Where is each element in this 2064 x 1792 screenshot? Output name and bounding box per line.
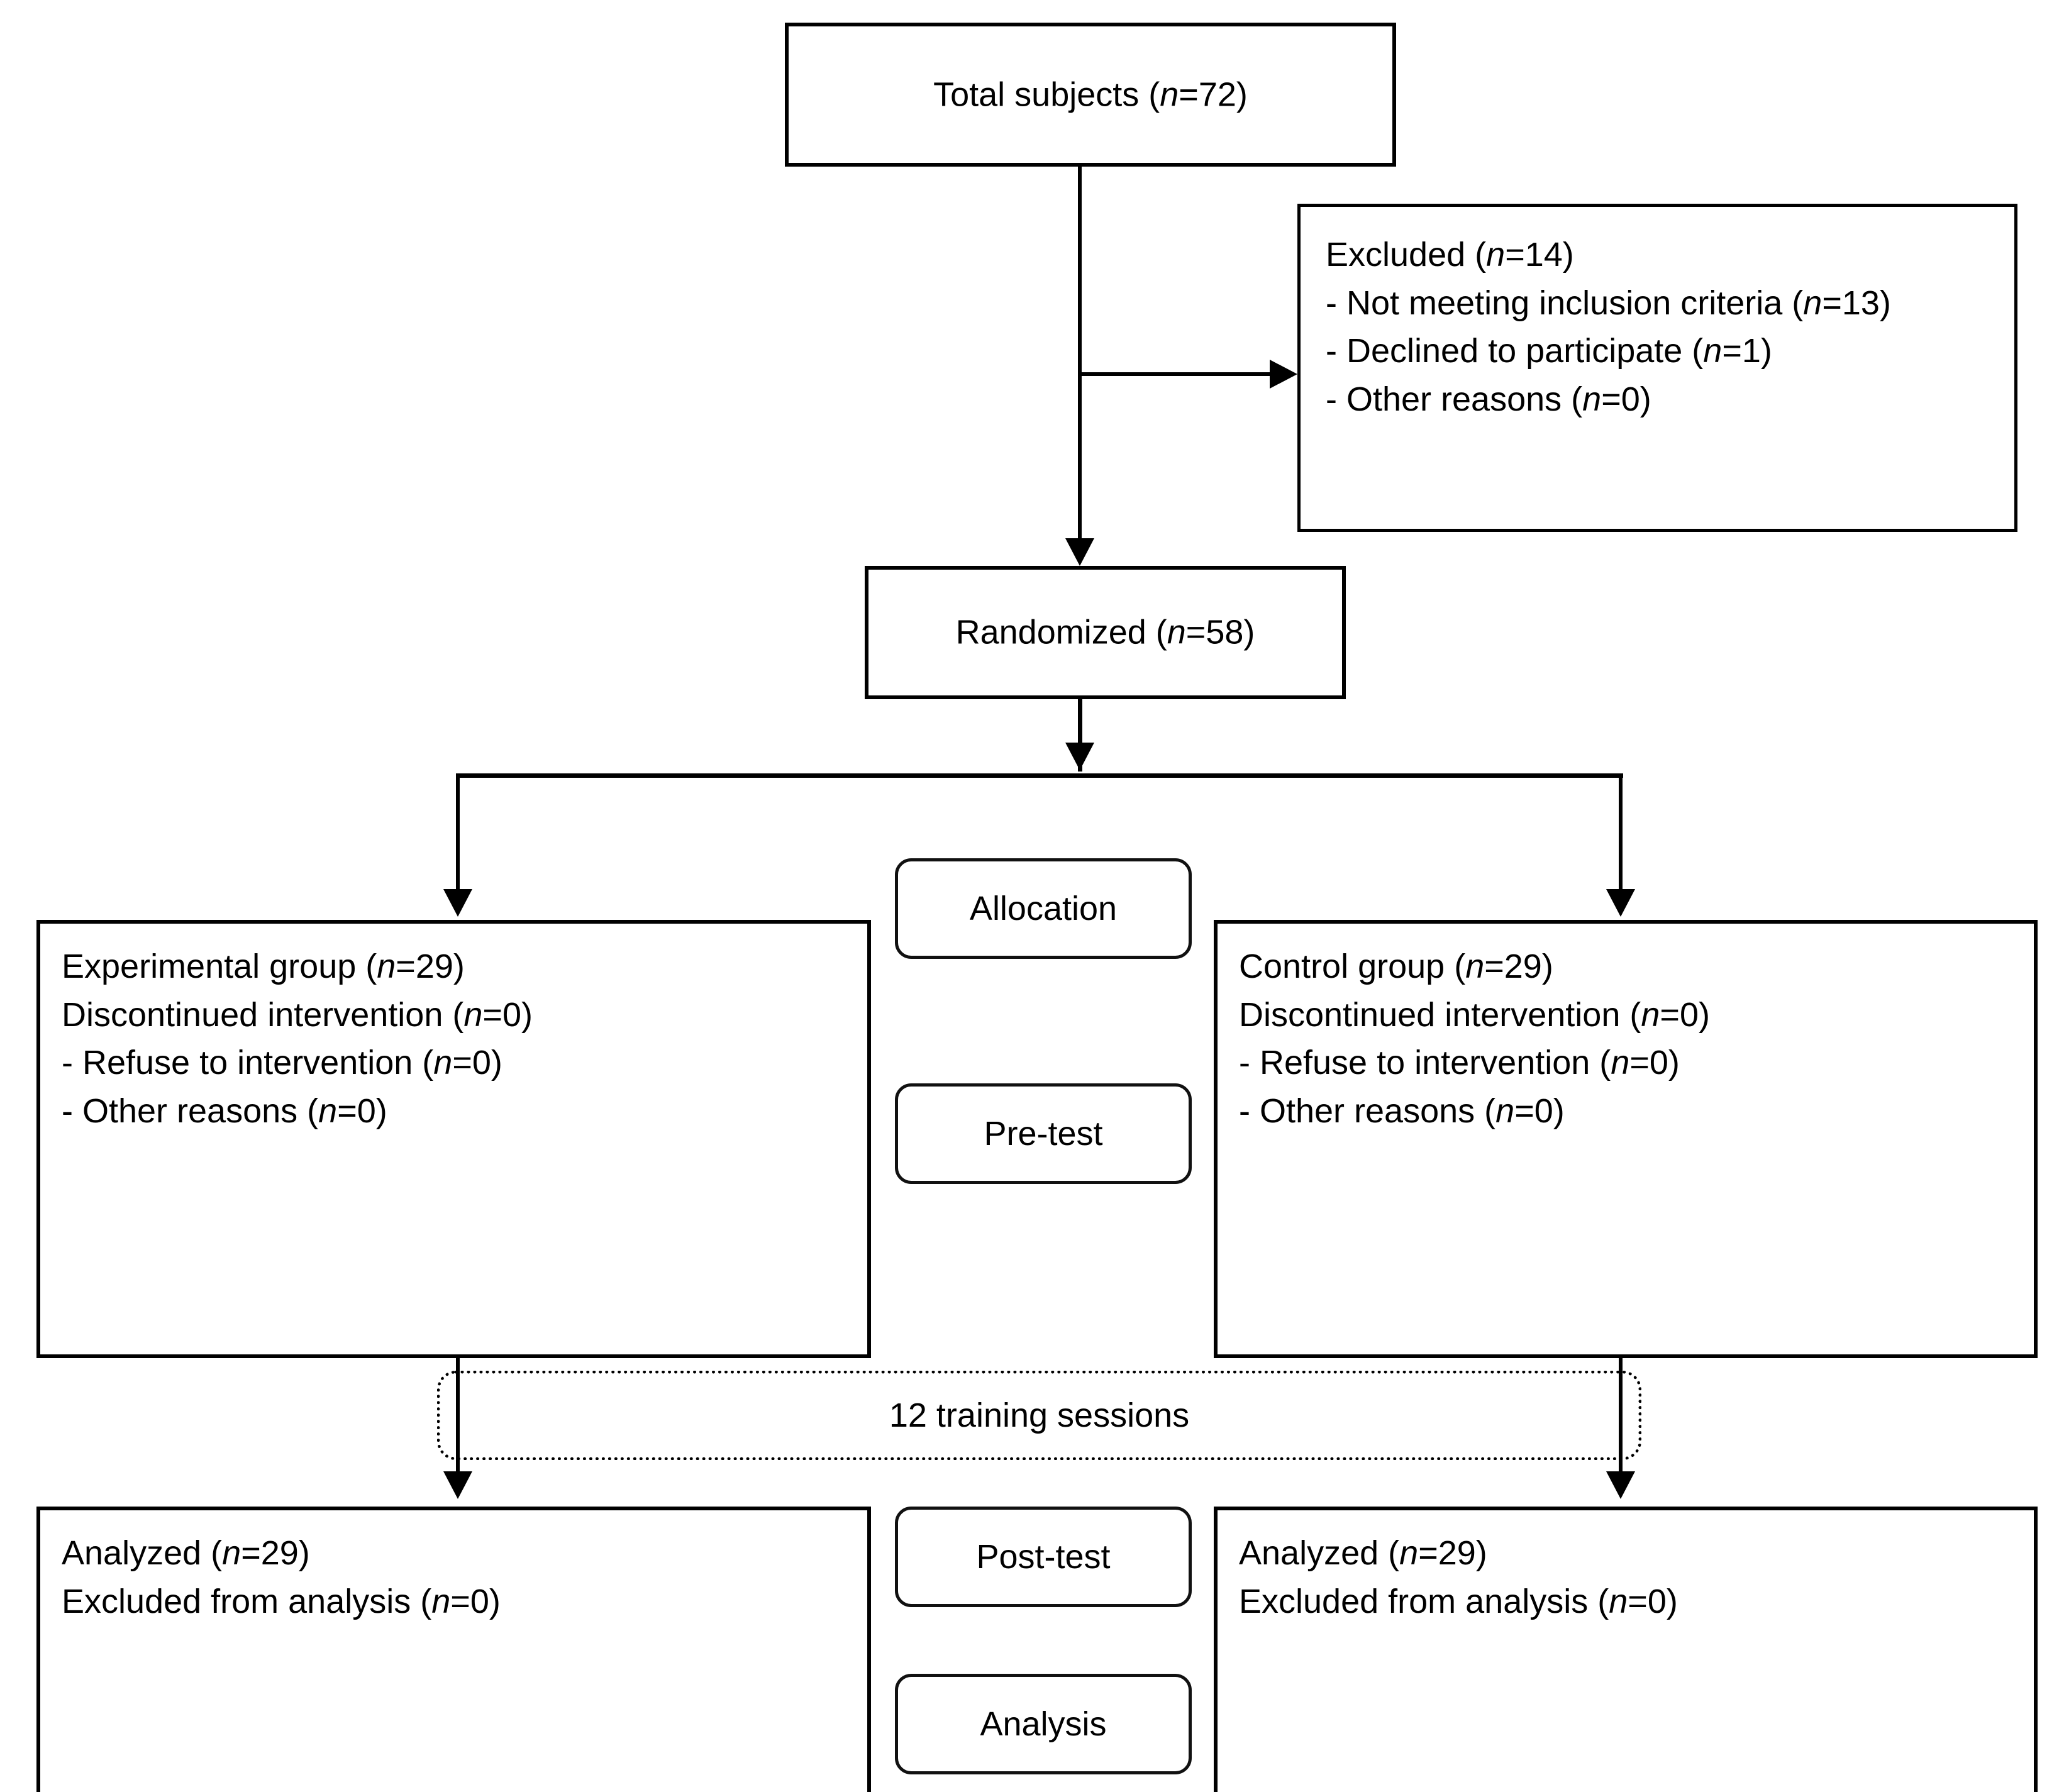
band-training-sessions: 12 training sessions bbox=[437, 1371, 1641, 1460]
post-test-label: Post-test bbox=[976, 1538, 1111, 1576]
randomized-label: Randomized (n=58) bbox=[955, 613, 1255, 651]
connector-allocation-bar bbox=[456, 773, 1623, 778]
node-analyzed-control: Analyzed (n=29)Excluded from analysis (n… bbox=[1214, 1507, 2038, 1792]
connector-to-control bbox=[1619, 773, 1623, 892]
analysis-label: Analysis bbox=[980, 1705, 1107, 1743]
connector-total-to-randomized bbox=[1078, 167, 1082, 538]
pre-test-label: Pre-test bbox=[984, 1115, 1103, 1153]
allocation-label: Allocation bbox=[969, 890, 1118, 927]
connector-control-to-analyzed bbox=[1619, 1358, 1623, 1478]
connector-experimental-to-analyzed bbox=[456, 1358, 460, 1478]
arrow-experimental-to-analyzed bbox=[443, 1471, 472, 1499]
arrow-to-control bbox=[1606, 889, 1635, 917]
experimental-group-label: Experimental group (n=29)Discontinued in… bbox=[62, 948, 533, 1131]
connector-total-to-excluded bbox=[1078, 372, 1270, 376]
arrow-randomized-stem bbox=[1065, 743, 1094, 770]
total-subjects-label: Total subjects (n=72) bbox=[933, 75, 1248, 114]
training-sessions-label: 12 training sessions bbox=[877, 1396, 1201, 1435]
arrow-control-to-analyzed bbox=[1606, 1471, 1635, 1499]
node-excluded: Excluded (n=14)- Not meeting inclusion c… bbox=[1297, 204, 2017, 532]
stage-label-pre-test: Pre-test bbox=[895, 1083, 1192, 1184]
analyzed-experimental-label: Analyzed (n=29)Excluded from analysis (n… bbox=[62, 1534, 501, 1620]
node-experimental-group: Experimental group (n=29)Discontinued in… bbox=[36, 920, 871, 1358]
connector-randomized-stem bbox=[1078, 699, 1082, 772]
node-analyzed-experimental: Analyzed (n=29)Excluded from analysis (n… bbox=[36, 1507, 871, 1792]
stage-label-analysis: Analysis bbox=[895, 1674, 1192, 1774]
control-group-label: Control group (n=29)Discontinued interve… bbox=[1239, 948, 1710, 1131]
connector-to-experimental bbox=[456, 773, 460, 892]
arrow-total-to-randomized bbox=[1065, 538, 1094, 566]
node-randomized: Randomized (n=58) bbox=[865, 566, 1346, 699]
arrow-to-excluded bbox=[1270, 360, 1297, 389]
analyzed-control-label: Analyzed (n=29)Excluded from analysis (n… bbox=[1239, 1534, 1678, 1620]
excluded-label: Excluded (n=14)- Not meeting inclusion c… bbox=[1326, 236, 1891, 419]
node-total-subjects: Total subjects (n=72) bbox=[785, 23, 1396, 167]
arrow-to-experimental bbox=[443, 889, 472, 917]
stage-label-allocation: Allocation bbox=[895, 858, 1192, 959]
stage-label-post-test: Post-test bbox=[895, 1507, 1192, 1607]
node-control-group: Control group (n=29)Discontinued interve… bbox=[1214, 920, 2038, 1358]
